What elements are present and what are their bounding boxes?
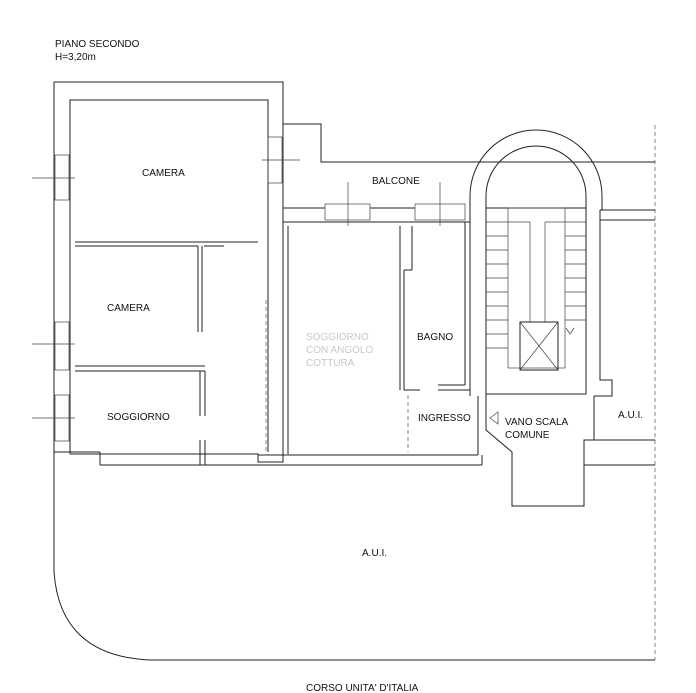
balcony-rail xyxy=(600,209,655,221)
apartment-walls xyxy=(53,81,284,466)
room-label-aui-right: A.U.I. xyxy=(618,410,643,421)
floor-height: H=3,20m xyxy=(55,52,96,63)
stairwell xyxy=(469,129,655,507)
room-label-bagno: BAGNO xyxy=(417,332,453,343)
room-label-vano-scala-2: COMUNE xyxy=(505,430,550,441)
room-label-aui-bottom: A.U.I. xyxy=(362,548,387,559)
stair-steps xyxy=(486,221,586,349)
entrance-arrow-icon xyxy=(489,411,499,425)
room-label-vano-scala-1: VANO SCALA xyxy=(505,417,568,428)
room-label-soggiorno-angolo-3: COTTURA xyxy=(306,358,355,369)
room-label-soggiorno-angolo-1: SOGGIORNO xyxy=(306,332,369,343)
left-rooms-walls xyxy=(75,241,258,465)
room-label-soggiorno-angolo-2: CON ANGOLO xyxy=(306,345,373,356)
stair-arrow-icon xyxy=(565,327,575,335)
floor-title: PIANO SECONDO xyxy=(55,39,140,50)
room-label-balcone: BALCONE xyxy=(372,176,420,187)
street-label: CORSO UNITA' D'ITALIA xyxy=(306,683,419,693)
room-label-soggiorno: SOGGIORNO xyxy=(107,412,170,423)
elevator-shaft xyxy=(519,321,559,371)
plot-boundary xyxy=(53,125,656,661)
balcony-windows xyxy=(324,182,466,226)
central-block-walls xyxy=(258,123,655,466)
room-label-ingresso: INGRESSO xyxy=(418,413,471,424)
left-windows xyxy=(32,136,300,442)
room-label-camera-mid: CAMERA xyxy=(107,303,150,314)
room-label-camera-top: CAMERA xyxy=(142,168,185,179)
